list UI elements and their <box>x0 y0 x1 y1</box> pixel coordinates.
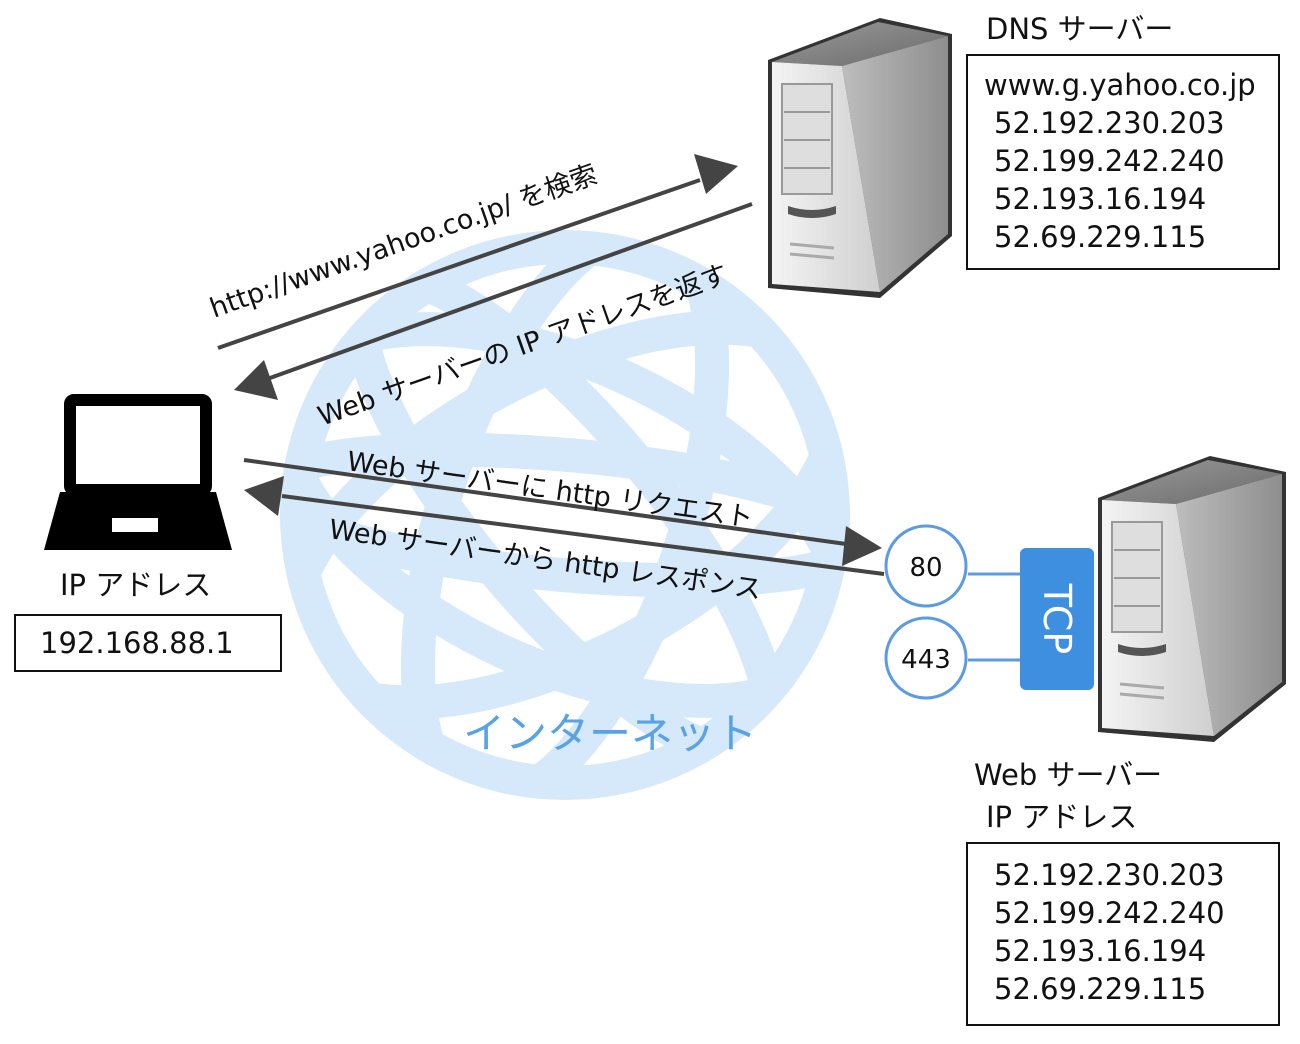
port-443-label: 443 <box>901 645 951 675</box>
web-server-icon <box>1098 456 1286 742</box>
laptop-icon <box>44 394 232 550</box>
dns-record-ip: 52.199.242.240 <box>994 144 1225 178</box>
dns-server-title: DNS サーバー <box>986 12 1174 46</box>
dns-record-ip: 52.69.229.115 <box>994 220 1207 254</box>
port-443: 443 <box>884 616 968 700</box>
dns-record-host: www.g.yahoo.co.jp <box>984 68 1256 102</box>
arrow-dns-reply <box>234 202 753 400</box>
tcp-block <box>1020 548 1094 690</box>
web-server-ip: 52.199.242.240 <box>994 896 1225 930</box>
client-ip-caption: IP アドレス <box>60 568 212 602</box>
arrow-dns-query <box>217 154 738 350</box>
port-80-label: 80 <box>909 553 942 583</box>
web-server-title: Web サーバー <box>974 758 1163 792</box>
dns-record-ip: 52.192.230.203 <box>994 106 1225 140</box>
web-server-ip-caption: IP アドレス <box>986 800 1138 834</box>
dns-records-box: www.g.yahoo.co.jp 52.192.230.203 52.199.… <box>966 54 1280 270</box>
internet-label: インターネット <box>463 709 757 758</box>
arrow-http-request <box>243 458 882 566</box>
dns-record-ip: 52.193.16.194 <box>994 182 1207 216</box>
port-80: 80 <box>884 524 968 608</box>
client-ip-box: 192.168.88.1 <box>14 614 282 672</box>
web-server-ip: 52.69.229.115 <box>994 972 1207 1006</box>
arrow-http-response <box>244 476 885 576</box>
tcp-label: TCP <box>1035 583 1079 654</box>
tcp-connector-lines <box>968 572 1022 662</box>
client-ip-value: 192.168.88.1 <box>40 626 234 660</box>
dns-server-icon <box>768 18 952 298</box>
web-server-ip: 52.192.230.203 <box>994 858 1225 892</box>
web-server-ip-box: 52.192.230.203 52.199.242.240 52.193.16.… <box>966 842 1280 1026</box>
web-server-ip: 52.193.16.194 <box>994 934 1207 968</box>
